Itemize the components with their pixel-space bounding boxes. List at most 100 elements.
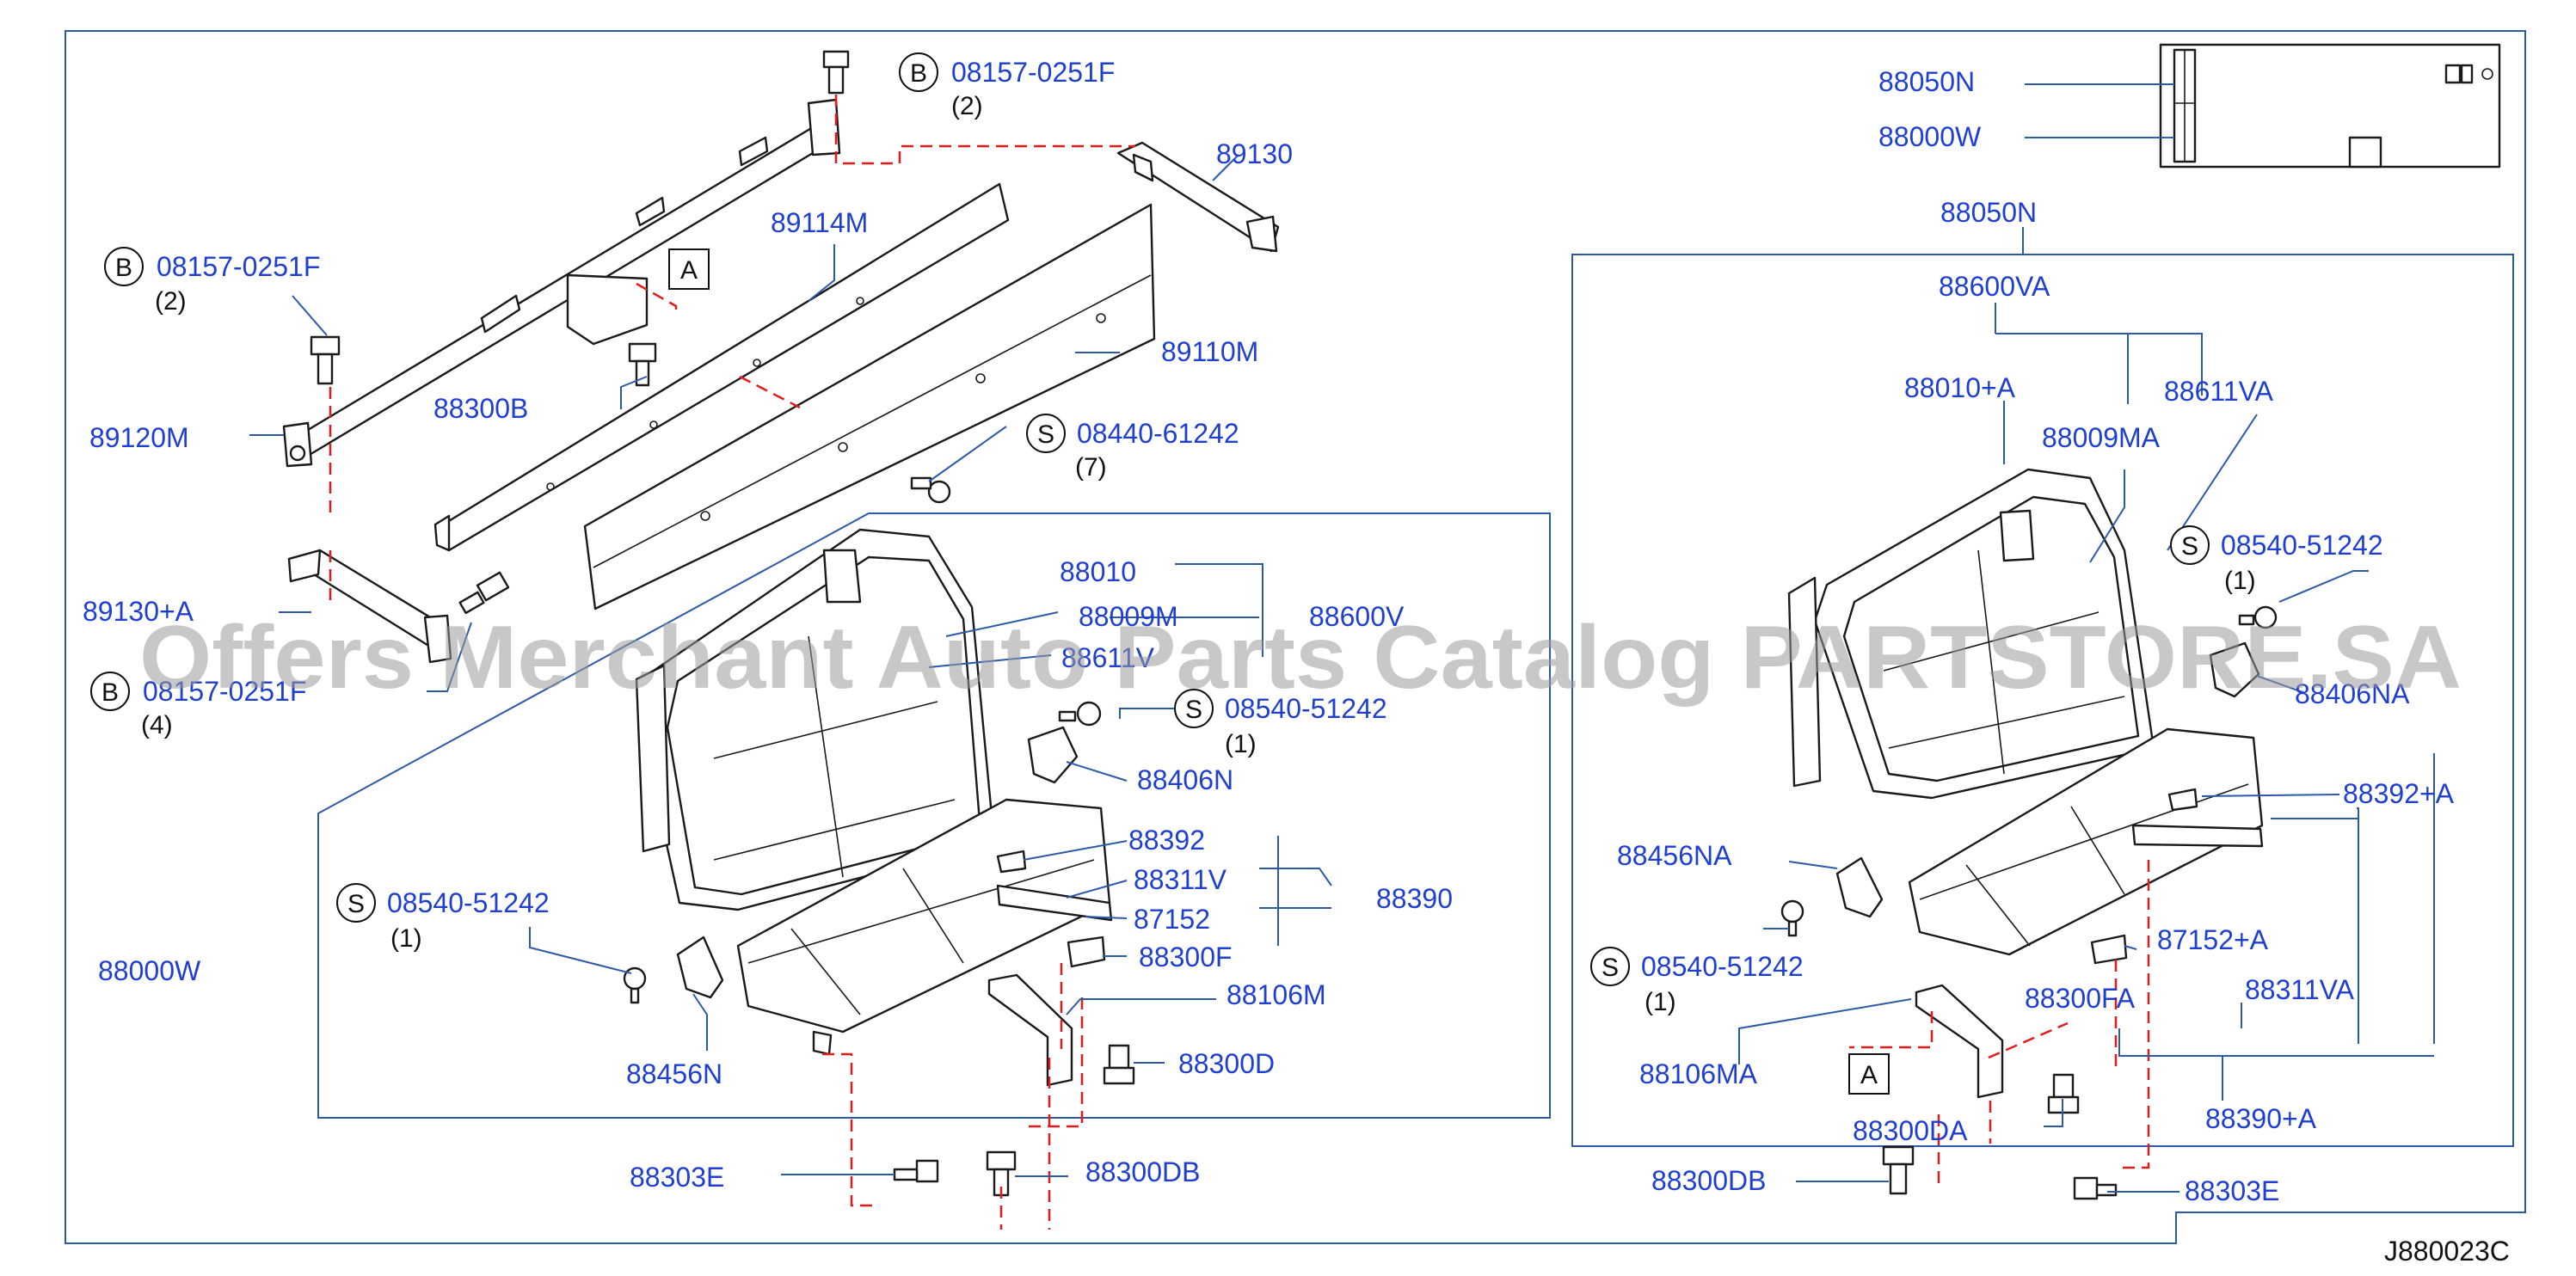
- bracket-88106ma: [1915, 984, 2004, 1099]
- screw-icon: [1058, 701, 1102, 727]
- part-label-88300da[interactable]: 88300DA: [1853, 1115, 1968, 1146]
- bracket-89130a: [287, 549, 452, 664]
- part-number[interactable]: 08157-0251F: [143, 676, 306, 707]
- part-label-88392a[interactable]: 88392+A: [2343, 778, 2455, 809]
- part-label-88611v[interactable]: 88611V: [1061, 642, 1155, 673]
- callout-letter: S: [347, 890, 365, 918]
- rail-89120m: [282, 98, 841, 468]
- callout-letter: B: [910, 59, 927, 88]
- callout-b-left[interactable]: B 08157-0251F (2): [104, 247, 320, 316]
- quantity: (7): [1075, 453, 1107, 482]
- bracket-88106m: [987, 973, 1073, 1087]
- part-label-88600va[interactable]: 88600VA: [1939, 271, 2050, 302]
- part-label-88300f[interactable]: 88300F: [1139, 942, 1233, 972]
- leader-lines: [249, 83, 2435, 1193]
- part-label-88300b[interactable]: 88300B: [433, 393, 528, 424]
- bolt-icon: [458, 571, 510, 615]
- cover-88456na: [1835, 856, 1884, 918]
- diagram-code: J880023C: [2384, 1236, 2510, 1267]
- pad-88300f: [1067, 936, 1106, 968]
- quantity: (2): [951, 92, 983, 120]
- watermark-text: Offers Merchant Auto Parts Catalog PARTS…: [139, 608, 2462, 708]
- quantity: (1): [390, 924, 422, 953]
- callout-s-left-seat[interactable]: S 08540-51242 (1): [336, 883, 550, 953]
- part-number[interactable]: 08540-51242: [1225, 693, 1387, 724]
- right-seat-frame: [1571, 254, 2514, 1147]
- part-number[interactable]: 08440-61242: [1077, 418, 1239, 449]
- part-number[interactable]: 08157-0251F: [157, 251, 320, 282]
- bolt-icon: [822, 50, 850, 95]
- part-label-88000w[interactable]: 88000W: [98, 955, 201, 986]
- panel-89110m: [583, 203, 1156, 610]
- part-label-88406n[interactable]: 88406N: [1137, 764, 1233, 795]
- part-label-88390a[interactable]: 88390+A: [2205, 1103, 2317, 1134]
- quantity: (1): [1645, 988, 1676, 1016]
- cover-88406n: [1027, 726, 1079, 784]
- part-label-88106ma[interactable]: 88106MA: [1639, 1058, 1758, 1089]
- part-label-88010[interactable]: 88010: [1060, 556, 1136, 587]
- inset-seat-diagram: [2159, 43, 2501, 169]
- callout-letter: B: [101, 678, 119, 707]
- quantity: (1): [1225, 730, 1257, 758]
- part-label-88009ma[interactable]: 88009MA: [2042, 422, 2161, 453]
- seat-back-88010a: [1787, 468, 2155, 800]
- part-label-88010a[interactable]: 88010+A: [1904, 372, 2016, 403]
- callout-b-bottom[interactable]: B 08157-0251F (4): [90, 672, 306, 739]
- part-number[interactable]: 08157-0251F: [951, 57, 1115, 88]
- part-label-87152a[interactable]: 87152+A: [2157, 924, 2269, 955]
- part-number[interactable]: 08540-51242: [1641, 951, 1804, 982]
- svg-text:A: A: [680, 256, 698, 285]
- part-label-88300fa[interactable]: 88300FA: [2025, 983, 2136, 1014]
- part-labels: 89130 89114M 89110M 89120M 88300B 89130+…: [83, 66, 2455, 1206]
- bolt-icon: [1103, 1044, 1135, 1085]
- callout-s-right-bottom[interactable]: S 08540-51242 (1): [1590, 947, 1804, 1016]
- callout-b-top[interactable]: B 08157-0251F (2): [899, 52, 1115, 120]
- cover-88456n: [676, 936, 724, 999]
- part-number[interactable]: 08540-51242: [2221, 530, 2383, 561]
- part-label-89120m[interactable]: 89120M: [89, 422, 189, 453]
- outer-frame: [65, 30, 2526, 1244]
- callout-letter: S: [2181, 532, 2198, 561]
- part-label-89114m[interactable]: 89114M: [771, 207, 868, 238]
- quantity: (4): [141, 711, 173, 739]
- bolt-icon: [1882, 1145, 1915, 1195]
- part-number[interactable]: 08540-51242: [387, 887, 550, 918]
- svg-text:A: A: [1860, 1061, 1878, 1089]
- left-seat-frame: [317, 512, 1551, 1119]
- part-label-89110m[interactable]: 89110M: [1161, 336, 1258, 367]
- part-label-88390[interactable]: 88390: [1376, 883, 1453, 914]
- part-label-87152[interactable]: 87152: [1134, 904, 1210, 935]
- part-label-88300db-right[interactable]: 88300DB: [1651, 1165, 1766, 1196]
- part-label-88050n-frame[interactable]: 88050N: [1940, 197, 2037, 228]
- screw-icon: [623, 966, 647, 1004]
- part-label-88600v[interactable]: 88600V: [1309, 601, 1405, 632]
- part-label-88611va[interactable]: 88611VA: [2164, 376, 2274, 407]
- part-label-88300d[interactable]: 88300D: [1178, 1048, 1275, 1079]
- part-label-88311va[interactable]: 88311VA: [2245, 974, 2355, 1005]
- part-label-88009m[interactable]: 88009M: [1079, 601, 1178, 632]
- callout-s-screw[interactable]: S 08440-61242 (7): [1026, 414, 1239, 482]
- callout-s-right-top[interactable]: S 08540-51242 (1): [2170, 525, 2383, 595]
- screw-icon: [2238, 605, 2278, 629]
- part-label-88456na[interactable]: 88456NA: [1617, 840, 1732, 871]
- quantity: (2): [155, 287, 187, 316]
- part-label-89130[interactable]: 89130: [1216, 138, 1293, 169]
- part-label-88456n[interactable]: 88456N: [626, 1058, 722, 1089]
- part-label-89130a[interactable]: 89130+A: [83, 596, 194, 627]
- part-label-88300db[interactable]: 88300DB: [1085, 1156, 1200, 1187]
- part-label-88406na[interactable]: 88406NA: [2295, 678, 2410, 709]
- screw-icon: [910, 476, 951, 504]
- ref-box-a-top: A: [668, 248, 710, 290]
- ref-box-a-right: A: [1848, 1053, 1890, 1095]
- part-label-88392[interactable]: 88392: [1128, 825, 1205, 856]
- part-label-88311v[interactable]: 88311V: [1134, 864, 1227, 895]
- part-label-88303e-right[interactable]: 88303E: [2185, 1175, 2279, 1206]
- pad-88300fa: [2090, 934, 2128, 965]
- part-label-88303e[interactable]: 88303E: [630, 1162, 724, 1193]
- part-label-88050n[interactable]: 88050N: [1878, 66, 1975, 97]
- part-label-88106m[interactable]: 88106M: [1227, 979, 1326, 1010]
- seat-back-88010: [635, 528, 996, 911]
- part-label-88000w-right[interactable]: 88000W: [1878, 121, 1982, 152]
- callout-s-left-bracket[interactable]: S 08540-51242 (1): [1174, 689, 1387, 758]
